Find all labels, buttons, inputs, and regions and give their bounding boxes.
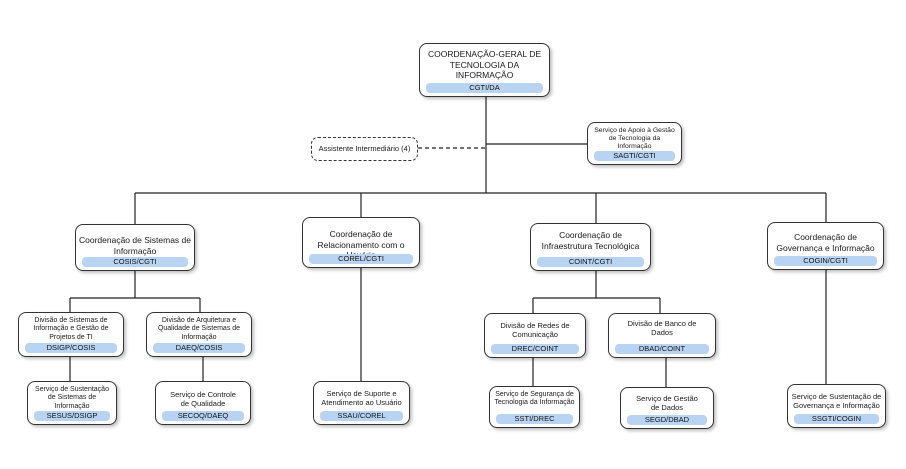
org-box-name: Serviço de Controle de Qualidade	[170, 390, 236, 408]
org-box-code: COREL/CGTI	[309, 254, 413, 264]
org-box-sagti: Serviço de Apoio à Gestão de Tecnologia …	[587, 122, 682, 165]
org-box-code: DREC/COINT	[491, 344, 579, 354]
org-box-name: Divisão de Sistemas de Informação e Gest…	[33, 317, 109, 341]
org-box-name: Divisão de Arquitetura e Qualidade de Si…	[157, 317, 241, 341]
org-box-code: SSGTI/COGIN	[794, 414, 879, 424]
org-box-name: Serviço de Segurança de Tecnologia da In…	[494, 391, 575, 407]
org-box-name: Serviço de Gestão de Dados	[636, 394, 698, 412]
org-box-secoq: Serviço de Controle de Qualidade SECOQ/D…	[155, 381, 251, 425]
org-box-corel: Coordenação de Relacionamento com o Usuá…	[302, 217, 420, 268]
org-box-cogin: Coordenação de Governança e Informação C…	[767, 222, 884, 270]
org-box-name: Divisão de Banco de Dados	[627, 319, 697, 337]
org-box-cgti: COORDENAÇÃO-GERAL DE TECNOLOGIA DA INFOR…	[419, 43, 550, 97]
org-box-code: SESUS/DSIGP	[34, 411, 110, 421]
org-box-name: Serviço de Sustentação de Sistemas de In…	[35, 386, 109, 410]
org-box-name: Serviço de Suporte e Atendimento ao Usuá…	[321, 389, 402, 407]
org-box-name: Serviço de Sustentação de Governança e I…	[791, 392, 882, 410]
org-box-coint: Coordenação de Infraestrutura Tecnológic…	[530, 223, 651, 271]
org-box-name: COORDENAÇÃO-GERAL DE TECNOLOGIA DA INFOR…	[427, 49, 542, 80]
org-box-name: Divisão de Redes de Comunicação	[500, 321, 570, 339]
org-box-dbad: Divisão de Banco de Dados DBAD/COINT	[608, 313, 716, 358]
org-box-ssgti: Serviço de Sustentação de Governança e I…	[787, 384, 886, 428]
org-box-drec: Divisão de Redes de Comunicação DREC/COI…	[484, 313, 586, 358]
org-box-code: SSTI/DREC	[496, 414, 573, 424]
org-box-daeq: Divisão de Arquitetura e Qualidade de Si…	[146, 312, 252, 357]
org-box-ssau: Serviço de Suporte e Atendimento ao Usuá…	[313, 381, 410, 425]
assistant-box: Assistente Intermediário (4)	[311, 137, 418, 161]
org-box-cosis: Coordenação de Sistemas de Informação CO…	[75, 224, 195, 271]
org-box-code: COSIS/CGTI	[82, 257, 188, 267]
org-box-code: COGIN/CGTI	[774, 256, 877, 266]
org-box-dsigp: Divisão de Sistemas de Informação e Gest…	[18, 312, 124, 357]
org-box-code: DAEQ/COSIS	[153, 343, 245, 353]
org-box-ssti: Serviço de Segurança de Tecnologia da In…	[489, 386, 580, 428]
org-box-code: SSAU/COREL	[320, 411, 403, 421]
org-box-code: DSIGP/COSIS	[25, 343, 117, 353]
org-box-name: Coordenação de Sistemas de Informação	[79, 235, 191, 256]
org-box-segd: Serviço de Gestão de Dados SEGD/DBAD	[620, 387, 714, 429]
org-box-code: SECOQ/DAEQ	[162, 411, 244, 421]
org-box-sesus: Serviço de Sustentação de Sistemas de In…	[27, 381, 117, 425]
org-box-name: Coordenação de Infraestrutura Tecnológic…	[541, 230, 640, 251]
org-box-code: CGTI/DA	[426, 83, 543, 93]
org-box-code: SEGD/DBAD	[627, 415, 707, 425]
org-box-code: SAGTI/CGTI	[594, 151, 675, 161]
org-box-code: DBAD/COINT	[615, 344, 709, 354]
org-box-name: Serviço de Apoio à Gestão de Tecnologia …	[594, 127, 675, 151]
org-box-code: COINT/CGTI	[537, 257, 644, 267]
org-box-name: Coordenação de Governança e Informação	[776, 232, 875, 253]
